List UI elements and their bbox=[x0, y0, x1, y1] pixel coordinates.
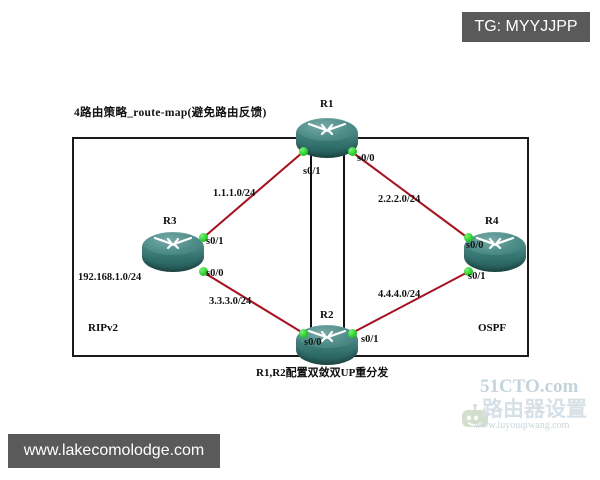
footer-url-plate: www.lakecomolodge.com bbox=[8, 434, 220, 468]
iface-label-r3-s01: s0/1 bbox=[206, 236, 224, 247]
zone-label-ospf: OSPF bbox=[478, 322, 507, 334]
port-dot-r2-s00 bbox=[299, 329, 308, 338]
router-r4[interactable] bbox=[464, 232, 526, 272]
network-label-3: 3.3.3.0/24 bbox=[209, 296, 252, 307]
port-dot-r2-s01 bbox=[348, 329, 357, 338]
router-label-r1: R1 bbox=[320, 98, 334, 110]
iface-label-r4-s00: s0/0 bbox=[466, 240, 484, 251]
network-label-lan: 192.168.1.0/24 bbox=[78, 272, 142, 283]
iface-label-r1-s00: s0/0 bbox=[357, 153, 375, 164]
network-label-1: 1.1.1.0/24 bbox=[213, 188, 256, 199]
router-arrows-icon bbox=[307, 329, 347, 343]
router-arrows-icon bbox=[153, 236, 193, 250]
network-label-4: 4.4.4.0/24 bbox=[378, 289, 421, 300]
watermark-cn-text: 路由器设置 bbox=[482, 398, 587, 421]
port-dot-r1-s00 bbox=[348, 147, 357, 156]
topology-frame bbox=[72, 137, 529, 357]
iface-label-r4-s01: s0/1 bbox=[468, 271, 486, 282]
port-dot-r3-s00 bbox=[199, 267, 208, 276]
port-dot-r1-s01 bbox=[299, 147, 308, 156]
router-arrows-icon bbox=[475, 236, 515, 250]
router-label-r2: R2 bbox=[320, 309, 334, 321]
watermark-brand: 51CTO.com bbox=[480, 376, 579, 397]
zone-label-ripv2: RIPv2 bbox=[88, 322, 118, 334]
diagram-title: 4路由策略_route-map(避免路由反馈) bbox=[74, 107, 267, 119]
iface-label-r1-s01: s0/1 bbox=[303, 166, 321, 177]
diagram-caption: R1,R2配置双敛双UP重分发 bbox=[256, 367, 389, 379]
iface-label-r2-s01: s0/1 bbox=[361, 334, 379, 345]
watermark-url: www.luyouqiwang.com bbox=[474, 420, 570, 431]
port-dot-r4-s01 bbox=[464, 267, 473, 276]
tg-badge: TG: MYYJJPP bbox=[462, 12, 590, 42]
router-r3[interactable] bbox=[142, 232, 204, 272]
watermark: 51CTO.com 路由器设置 www.luyouqiwang.com bbox=[462, 376, 596, 442]
port-dot-r3-s01 bbox=[199, 233, 208, 242]
network-label-2: 2.2.2.0/24 bbox=[378, 194, 421, 205]
router-label-r4: R4 bbox=[485, 215, 499, 227]
router-r1[interactable] bbox=[296, 118, 358, 158]
router-arrows-icon bbox=[307, 122, 347, 136]
router-label-r3: R3 bbox=[163, 215, 177, 227]
port-dot-r4-s00 bbox=[464, 233, 473, 242]
iface-label-r2-s00: s0/0 bbox=[304, 337, 322, 348]
iface-label-r3-s00: s0/0 bbox=[206, 268, 224, 279]
robot-icon bbox=[462, 404, 488, 427]
